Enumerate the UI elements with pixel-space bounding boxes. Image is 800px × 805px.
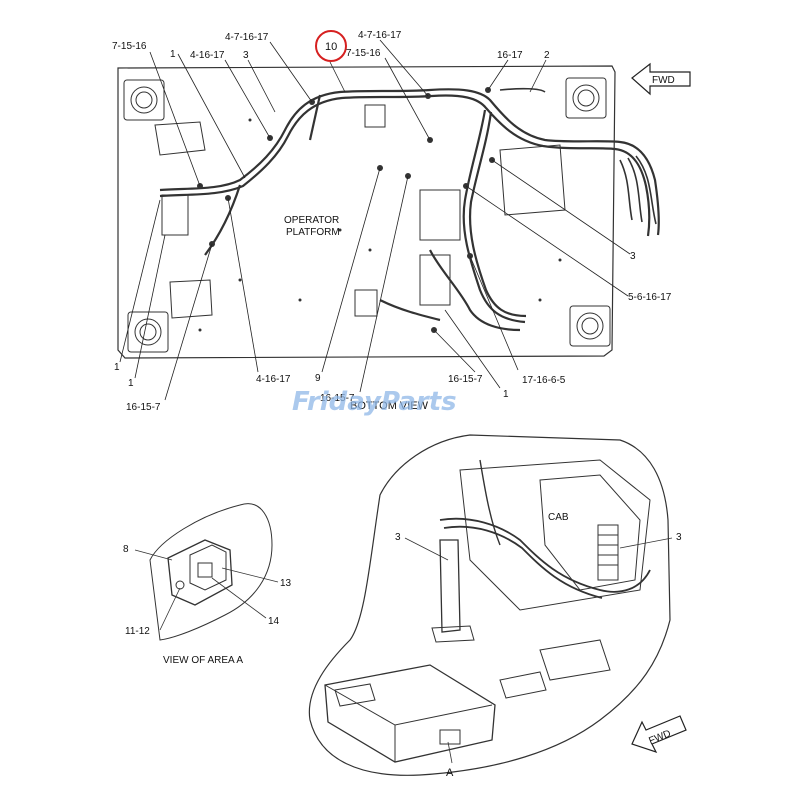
right-branch-wires <box>499 87 657 225</box>
block-left <box>161 194 189 236</box>
area-a-view <box>134 503 279 641</box>
cab-view <box>308 434 687 776</box>
callout-9: 9 <box>315 373 321 384</box>
leader-lines <box>119 39 631 401</box>
cab-label: CAB <box>548 512 569 523</box>
callout-11-12: 11-12 <box>125 626 150 637</box>
callout-3-cab-left: 3 <box>395 532 401 543</box>
area-a-bracket <box>167 539 233 606</box>
callout-16-15-7-left: 16-15-7 <box>126 402 161 413</box>
callout-4-7-16-17-right: 4-7-16-17 <box>358 30 402 41</box>
platform-label-line1: OPERATOR <box>284 215 339 226</box>
callout-13: 13 <box>280 578 292 589</box>
callout-5-6-16-17: 5-6-16-17 <box>628 292 672 303</box>
cab-leaders <box>404 537 673 764</box>
callout-17-16-6-5: 17-16-6-5 <box>522 375 566 386</box>
callout-1-bottom-left: 1 <box>114 362 120 373</box>
callout-1-top: 1 <box>170 49 176 60</box>
cab-column <box>439 539 461 633</box>
ecm-box <box>324 664 496 763</box>
operator-platform-outline <box>117 65 616 359</box>
highlight-circle <box>315 30 347 62</box>
platform-label-line2: PLATFORM <box>286 227 340 238</box>
callout-8: 8 <box>123 544 129 555</box>
fwd-arrow-bottom <box>631 715 687 754</box>
area-a-panel-outline <box>149 503 273 641</box>
bottom-view-labels: 7-15-16 1 4-16-17 3 4-7-16-17 10 4-7-16-… <box>112 30 675 413</box>
cab-harness-2 <box>443 525 603 599</box>
fwd-label-bottom: FWD <box>647 728 672 747</box>
callout-1-lower-right: 1 <box>503 389 509 400</box>
callout-3-cab-right: 3 <box>676 532 682 543</box>
connector-block-2 <box>419 254 451 306</box>
main-harness <box>159 88 660 332</box>
cab-harness <box>439 517 651 593</box>
cab-harness-3 <box>479 459 501 546</box>
area-a-marker: A <box>446 767 454 779</box>
callout-1-bottom-left-lower: 1 <box>128 378 134 389</box>
area-a-caption: VIEW OF AREA A <box>163 655 243 666</box>
connector-block-4 <box>364 104 386 128</box>
area-a-relay <box>189 544 227 591</box>
area-a-connector <box>197 562 213 578</box>
callout-10-highlighted: 10 <box>325 41 337 53</box>
callout-7-15-16-left: 7-15-16 <box>112 41 147 52</box>
corner-mount-tr <box>565 77 607 119</box>
cab-back-wall <box>459 459 651 611</box>
cab-panel <box>539 474 641 591</box>
cab-view-labels: CAB 3 3 A FWD <box>395 512 682 779</box>
plate-lower <box>169 279 213 319</box>
corner-mount-br <box>569 305 611 347</box>
cab-floor-outline <box>308 434 671 776</box>
connector-block <box>419 189 461 241</box>
cab-floor-detail-2 <box>499 671 547 699</box>
callout-4-7-16-17-left: 4-7-16-17 <box>225 32 269 43</box>
corner-mount-tl <box>123 79 165 121</box>
callout-3-right: 3 <box>630 251 636 262</box>
area-a-labels: 8 13 14 11-12 VIEW OF AREA A <box>123 544 292 666</box>
bottom-view <box>117 30 691 401</box>
plate-left <box>154 121 206 156</box>
cab-fuse-panel <box>597 524 619 581</box>
callout-14: 14 <box>268 616 280 627</box>
callout-16-17: 16-17 <box>497 50 523 61</box>
cab-column-base <box>431 625 475 643</box>
fasteners <box>197 87 562 333</box>
plate-right <box>499 144 566 216</box>
callout-2: 2 <box>544 50 550 61</box>
watermark-logo: FridayParts <box>292 387 457 417</box>
callout-3-top: 3 <box>243 50 249 61</box>
area-a-bolt <box>175 580 185 590</box>
connector-block-3 <box>354 289 378 317</box>
area-a-leaders <box>134 549 279 631</box>
callout-16-15-7-center: 16-15-7 <box>320 393 355 404</box>
callout-4-16-17-top: 4-16-17 <box>190 50 225 61</box>
cab-floor-detail <box>539 639 611 681</box>
callout-7-15-16-right: 7-15-16 <box>346 48 381 59</box>
fwd-label-top: FWD <box>652 75 675 86</box>
callout-16-15-7-right: 16-15-7 <box>448 374 483 385</box>
callout-4-16-17-bottom: 4-16-17 <box>256 374 291 385</box>
bottom-view-caption: BOTTOM VIEW <box>350 400 429 412</box>
corner-mount-bl <box>127 311 169 353</box>
fwd-arrow-top <box>631 62 691 96</box>
